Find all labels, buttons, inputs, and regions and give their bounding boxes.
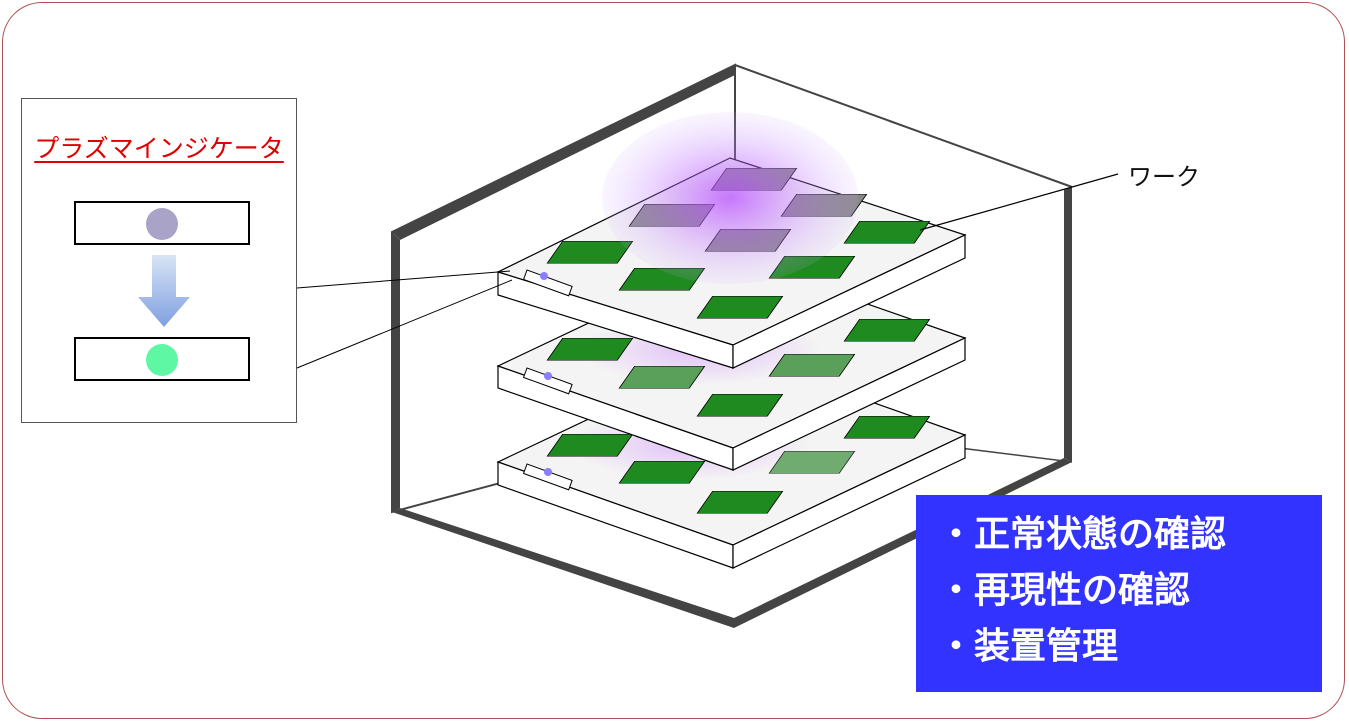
notes-box: ・正常状態の確認 ・再現性の確認 ・装置管理 bbox=[916, 495, 1322, 692]
down-arrow-icon bbox=[138, 255, 190, 327]
indicator-dot-before bbox=[146, 208, 178, 240]
note-item-equipment-management: ・装置管理 bbox=[938, 626, 1119, 667]
work-boards-bottom bbox=[546, 415, 931, 514]
plasma-glow bbox=[602, 112, 858, 284]
work-boards-middle bbox=[546, 318, 931, 417]
indicator-callout-line-lower bbox=[296, 279, 513, 369]
work-callout-line bbox=[919, 173, 1119, 231]
indicator-after bbox=[74, 337, 250, 381]
note-item-normal-state: ・正常状態の確認 bbox=[938, 514, 1227, 555]
note-item-reproducibility: ・再現性の確認 bbox=[938, 570, 1191, 611]
plasma-indicator-panel: プラズマインジケータ bbox=[21, 98, 297, 423]
indicator-dot-after bbox=[146, 344, 178, 376]
indicator-before bbox=[74, 201, 250, 245]
work-label: ワーク bbox=[1128, 163, 1200, 191]
indicator-callout-line-upper bbox=[296, 270, 511, 289]
indicator-title: プラズマインジケータ bbox=[34, 134, 284, 163]
